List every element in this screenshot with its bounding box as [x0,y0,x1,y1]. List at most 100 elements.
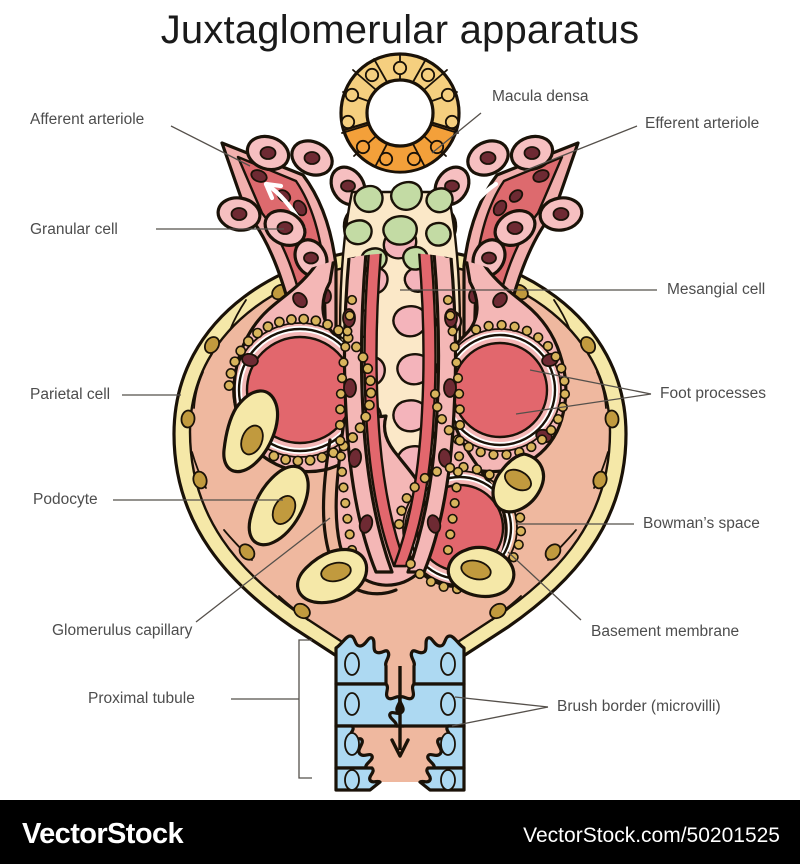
foot-process-bead [475,446,486,458]
foot-process-bead [447,513,458,524]
foot-process-bead [316,452,328,463]
podocyte [491,452,546,514]
foot-process-bead [488,449,499,460]
foot-process-bead [536,434,548,445]
foot-process-bead [445,529,456,540]
podocyte [222,389,280,474]
foot-process-bead [429,388,441,400]
leader-brush-border-upper [454,696,549,708]
foot-process-bead [496,319,507,331]
foot-process-bead [526,441,537,453]
foot-process-bead [470,324,482,335]
foot-process-bead [235,345,247,357]
foot-process-bead [442,544,454,556]
foot-process-bead [521,325,533,337]
foot-process-bead [513,539,524,550]
podocytes [222,389,546,605]
granular-cell [263,209,307,247]
foot-process-bead [286,314,297,325]
foot-process-bead [362,363,374,375]
foot-process-bead [552,413,564,425]
foot-process-bead [514,512,526,523]
podocyte [247,464,310,547]
foot-process-bead [463,441,474,453]
vectorstock-url: VectorStock.com/50201525 [523,824,780,847]
foot-process-bead [438,581,449,592]
foot-process-bead [344,529,355,540]
foot-process-bead [447,326,458,337]
proximal-tubule-wall-right [388,634,466,792]
foot-process-bead [454,404,465,415]
foot-process-bead [449,498,460,509]
proximal-tubule-bracket [231,639,312,779]
foot-process-bead [252,327,263,339]
foot-process-bead [322,319,333,330]
leader-lines [113,112,657,727]
foot-process-bead [336,373,348,384]
foot-process-bead [405,558,416,570]
leader-afferent-arteriole [170,125,251,167]
label-afferent-arteriole: Afferent arteriole [30,111,145,128]
foot-process-bead [360,411,372,423]
foot-process-bead [229,356,241,368]
foot-process-bead [342,326,353,337]
label-mesangial-cell: Mesangial cell [667,281,766,298]
foot-process-bead [431,466,443,477]
foot-process-bead [262,321,274,333]
parietal-cell-nuclei [180,283,620,620]
foot-process-bead [273,316,285,328]
label-efferent-arteriole: Efferent arteriole [645,115,760,132]
foot-process-bead [556,363,567,374]
foot-process-bead [340,498,351,509]
foot-process-bead [396,505,407,516]
foot-process-bead [357,351,369,363]
granular-cell [290,139,334,177]
label-basement-membrane: Basement membrane [591,623,740,640]
leader-foot-processes-lower [515,393,652,415]
foot-process-bead [340,341,351,353]
leader-foot-processes-upper [529,369,652,395]
leader-basement-membrane [507,551,582,621]
foot-process-bead [298,313,310,325]
leader-glomerulus-capillary [195,517,331,623]
foot-process-bead [471,464,483,475]
foot-process-bead [454,435,465,446]
foot-process-bead [451,482,462,493]
watermark-bar [0,800,800,864]
foot-process-bead [335,404,346,415]
foot-process-bead [242,335,254,347]
foot-process-bead [452,466,464,478]
foot-process-bead [445,310,456,321]
foot-process-bead [280,454,292,465]
foot-process-bead [550,351,561,362]
foot-process-bead [292,455,304,467]
granular-cell [245,134,291,172]
foot-process-bead [409,481,420,493]
foot-process-bead [442,294,454,306]
foot-process-bead [436,413,448,425]
foot-process-bead [351,341,362,353]
foot-process-bead [432,401,443,413]
foot-process-bead [542,340,554,352]
foot-process-bead [559,388,571,400]
foot-process-bead [443,424,455,436]
foot-process-bead [346,294,358,306]
label-proximal-tubule: Proximal tubule [88,690,195,707]
label-granular-cell: Granular cell [30,221,118,238]
podocyte [446,545,516,598]
foot-process-bead [335,435,346,446]
proximal-tubule-wall-left [334,634,412,792]
label-brush-border: Brush border (microvilli) [557,698,721,715]
granular-cell [216,196,262,232]
label-parietal-cell: Parietal cell [30,386,111,403]
foot-process-bead [414,568,426,580]
foot-process-bead [335,388,347,399]
granular-cell [493,209,537,247]
foot-process-bead [419,472,431,484]
foot-process-bead [454,419,466,431]
foot-process-bead [364,375,376,387]
foot-process-bead [354,422,366,434]
foot-process-bead [310,315,322,327]
foot-process-bead [501,449,512,460]
